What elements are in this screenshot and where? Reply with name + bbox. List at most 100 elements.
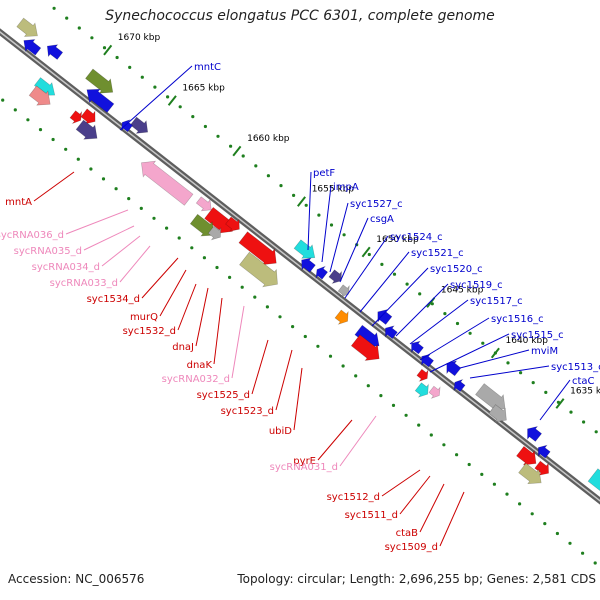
gene-label: syc1527_c: [350, 199, 403, 210]
label-leader: [459, 349, 530, 369]
gene-feature: [488, 404, 507, 423]
gene-feature: [28, 85, 51, 106]
gene-feature: [527, 425, 543, 442]
gene-feature: [446, 360, 462, 377]
guide-dot: [114, 187, 118, 191]
guide-dot: [51, 137, 55, 142]
gene-label: syc1517_c: [470, 296, 523, 307]
guide-dot: [417, 423, 421, 427]
gene-label: syc1524_c: [390, 232, 443, 243]
gene-feature: [238, 231, 277, 266]
guide-dot: [52, 6, 56, 10]
label-leader: [395, 283, 449, 337]
guide-dot: [253, 295, 257, 299]
gene-feature: [518, 462, 542, 485]
gene-label: syc1512_d: [327, 492, 380, 503]
guide-dot: [177, 236, 181, 240]
gene-feature: [334, 309, 349, 325]
label-leader: [33, 171, 75, 202]
guide-dot: [455, 453, 459, 457]
gene-label: syc1521_c: [411, 248, 464, 259]
gene-label: mntA: [5, 197, 32, 208]
gene-feature: [23, 39, 42, 56]
label-leader: [339, 415, 377, 467]
gene-feature: [453, 378, 466, 392]
gene-feature: [195, 196, 212, 212]
guide-dot: [418, 292, 422, 296]
guide-dot: [102, 46, 107, 50]
label-leader: [119, 245, 151, 283]
rna-label: sycRNA033_d: [50, 278, 118, 289]
gene-feature: [385, 325, 398, 340]
guide-dot: [581, 551, 585, 555]
guide-dot: [215, 265, 219, 270]
gene-feature: [416, 368, 429, 382]
guide-dot: [292, 193, 296, 197]
gene-feature: [75, 119, 98, 140]
gene-feature: [315, 265, 329, 280]
label-leader: [65, 209, 129, 235]
gene-label: syc1509_d: [385, 542, 438, 553]
rna-label: sycRNA032_d: [162, 374, 230, 385]
scale-tick-label: 1635 kbp: [570, 387, 600, 397]
rna-label: sycRNA036_d: [0, 230, 64, 241]
guide-dot: [480, 472, 484, 476]
scale-tick-label: 1660 kbp: [247, 134, 290, 144]
guide-dot: [391, 403, 396, 407]
label-leader: [409, 299, 469, 345]
label-leader: [429, 333, 510, 373]
guide-dot: [582, 420, 586, 424]
label-leader: [419, 483, 445, 533]
gene-label: dnaJ: [172, 342, 194, 353]
gene-label: petF: [313, 168, 335, 179]
guide-dot: [366, 384, 370, 388]
scale-tick: [490, 347, 500, 359]
guide-dot: [316, 344, 320, 348]
guide-dot: [303, 334, 307, 339]
scale-tick: [167, 95, 177, 106]
gene-feature: [225, 216, 240, 232]
label-leader: [339, 217, 369, 283]
label-leader: [399, 475, 431, 515]
gene-label: syc1516_c: [491, 314, 544, 325]
gene-label: syc1520_c: [430, 264, 483, 275]
scale-tick: [232, 145, 242, 157]
guide-dot: [304, 203, 308, 207]
rna-label: sycRNA031_d: [270, 462, 338, 473]
gene-feature: [207, 225, 222, 241]
scale-tick-label: 1650 kbp: [376, 235, 419, 245]
guide-dot: [505, 492, 509, 496]
label-leader: [177, 283, 197, 331]
guide-dot: [65, 16, 69, 20]
gene-feature: [80, 108, 96, 125]
guide-dot: [594, 430, 598, 434]
guide-dot: [492, 482, 496, 486]
label-leader: [359, 251, 410, 313]
label-leader: [371, 267, 429, 327]
label-leader: [539, 379, 571, 421]
label-leader: [439, 491, 465, 547]
scale-tick-label: 1655 kbp: [312, 185, 355, 195]
gene-feature: [16, 17, 38, 37]
guide-dot: [1, 98, 5, 102]
guide-dot: [152, 216, 156, 220]
label-leader: [344, 235, 389, 299]
guide-dot: [279, 184, 283, 188]
guide-dot: [405, 282, 409, 286]
gene-label: pyrE: [293, 456, 316, 467]
label-leader: [469, 365, 550, 379]
gene-label: syc1534_d: [87, 294, 140, 305]
guide-dot: [166, 95, 170, 99]
gene-feature: [377, 309, 393, 325]
guide-dot: [77, 26, 81, 30]
guide-dot: [455, 321, 460, 326]
guide-dot: [329, 223, 334, 227]
guide-dot: [317, 213, 321, 217]
label-leader: [317, 419, 353, 461]
guide-dot: [442, 443, 446, 447]
guide-dot: [165, 226, 169, 230]
accession-text: Accession: NC_006576: [8, 572, 145, 586]
guide-dot: [568, 541, 572, 545]
guide-dot: [481, 341, 485, 345]
